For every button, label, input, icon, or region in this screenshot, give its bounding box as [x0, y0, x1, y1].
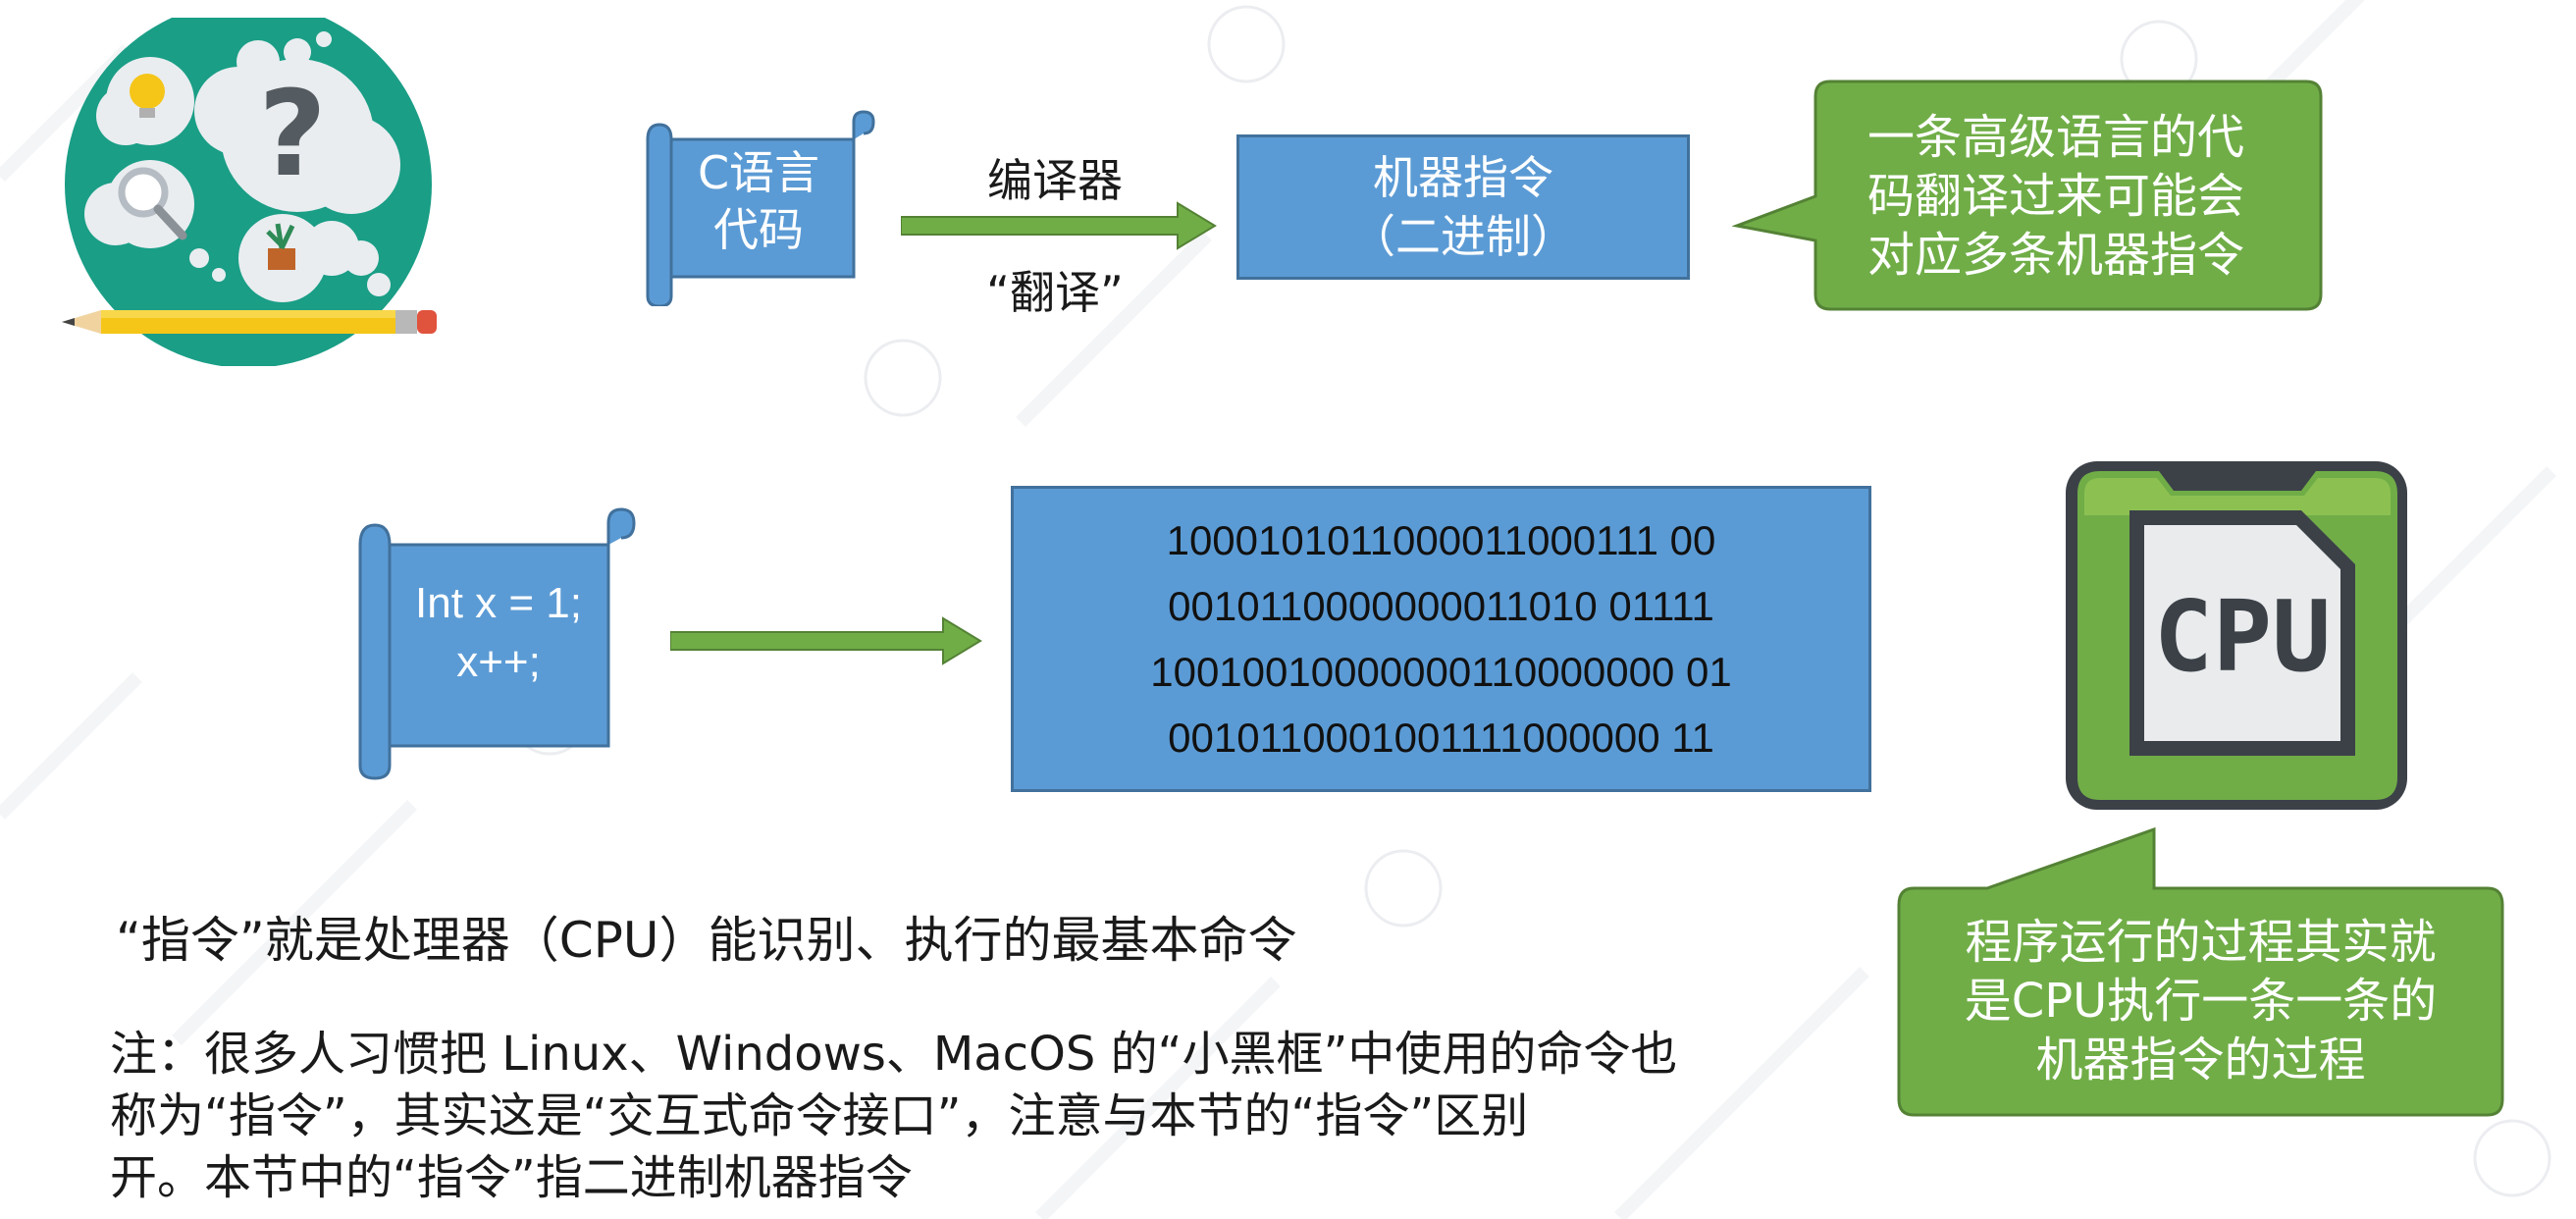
callout-cpu-execution — [1897, 826, 2504, 1117]
c-code-line-1: C语言 — [697, 146, 820, 199]
note-paragraph: 注：很多人习惯把 Linux、Windows、MacOS 的“小黑框”中使用的命… — [110, 1024, 1857, 1209]
instruction-definition: “指令”就是处理器（CPU）能识别、执行的最基本命令 — [116, 912, 1297, 969]
translate-label: “翻译” — [986, 266, 1124, 319]
binary-line-2: 0010110000000011010 01111 — [1168, 583, 1714, 629]
callout2-line-1: 程序运行的过程其实就 — [1965, 915, 2437, 970]
compiler-label: 编译器 — [987, 154, 1123, 207]
callout-multiple-instructions-text: 一条高级语言的代 码翻译过来可能会 对应多条机器指令 — [1796, 103, 2316, 290]
c-code-label: C语言 代码 — [656, 137, 862, 265]
c-code-scroll — [646, 110, 875, 306]
machine-instruction-box: 机器指令 （二进制） — [1236, 134, 1690, 280]
machine-instruction-line-2: （二进制） — [1350, 210, 1576, 263]
callout2-line-3: 机器指令的过程 — [2035, 1033, 2366, 1087]
thinking-illustration: ? — [62, 18, 437, 366]
cpu-label: CPU — [2154, 579, 2332, 694]
code-scroll — [358, 507, 636, 780]
c-code-line-2: 代码 — [713, 203, 804, 256]
binary-line-4: 0010110001001111000000 11 — [1168, 715, 1714, 761]
machine-instruction-line-1: 机器指令 — [1373, 151, 1553, 204]
pencil-icon — [62, 310, 437, 334]
lightbulb-icon — [130, 74, 165, 118]
callout1-line-3: 对应多条机器指令 — [1866, 228, 2244, 283]
binary-instructions-box: 1000101011000011000111 00 00101100000000… — [1011, 486, 1871, 792]
code-line-2: x++; — [456, 638, 541, 686]
plant-icon — [266, 223, 295, 270]
code-line-1: Int x = 1; — [415, 579, 582, 627]
code-scroll-text: Int x = 1; x++; — [371, 559, 626, 707]
callout-cpu-execution-text: 程序运行的过程其实就 是CPU执行一条一条的 机器指令的过程 — [1923, 908, 2478, 1094]
note-line-2: 称为“指令”，其实这是“交互式命令接口”，注意与本节的“指令”区别 — [110, 1088, 1529, 1143]
binary-line-1: 1000101011000011000111 00 — [1166, 517, 1716, 563]
code-to-binary-arrow — [670, 616, 982, 665]
note-line-3: 开。本节中的“指令”指二进制机器指令 — [110, 1150, 913, 1205]
callout-multiple-instructions — [1732, 80, 2323, 311]
callout1-line-2: 码翻译过来可能会 — [1866, 169, 2244, 224]
callout2-line-2: 是CPU执行一条一条的 — [1964, 974, 2438, 1029]
question-mark-icon: ? — [258, 67, 327, 203]
binary-line-3: 10010010000000110000000 01 — [1150, 649, 1732, 695]
magnifier-icon — [118, 167, 187, 240]
compile-arrow — [901, 201, 1217, 250]
callout1-line-1: 一条高级语言的代 — [1866, 110, 2244, 165]
cpu-icon: CPU — [2066, 461, 2407, 810]
note-line-1: 注：很多人习惯把 Linux、Windows、MacOS 的“小黑框”中使用的命… — [110, 1027, 1678, 1082]
